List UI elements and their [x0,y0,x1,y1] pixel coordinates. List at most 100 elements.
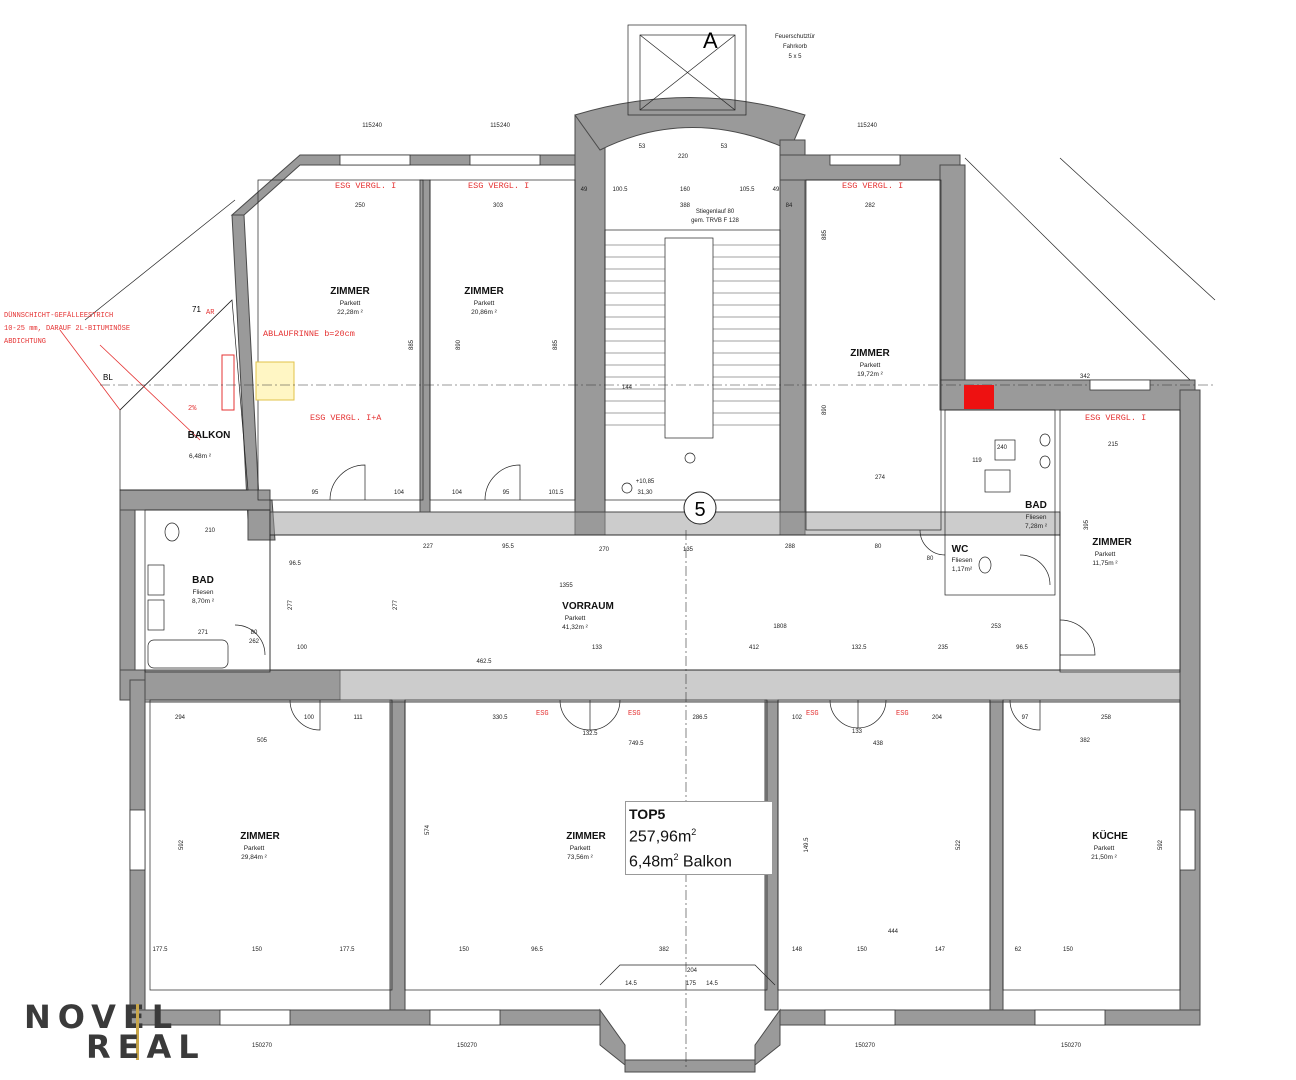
svg-text:VORRAUM: VORRAUM [562,601,614,612]
esg-2: ESG [628,710,641,718]
dim: 95 [312,490,319,496]
staircase [604,229,781,525]
level-mark-2: 31,30 [637,490,653,496]
gefaelle: 2% [188,405,197,413]
dim: 96.5 [1016,645,1028,651]
dim: 150 [1063,947,1074,953]
svg-text:41,32m ²: 41,32m ² [562,624,588,631]
dim: 177.5 [339,947,355,953]
dim: 1355 [559,583,573,589]
dim: 150 [252,947,263,953]
dim: 294 [175,715,186,721]
dim: 100.5 [612,187,628,193]
svg-text:ZIMMER: ZIMMER [566,831,606,842]
outer-walls [119,97,1201,1073]
esg-vergl-3: ESG VERGL. I [842,181,903,191]
dim: 115 [362,123,372,129]
room-label: ZIMMER Parkett 29,84m ² [240,831,280,861]
svg-text:885: 885 [822,229,828,240]
dim: 253 [991,624,1002,630]
esg-vergl-2: ESG VERGL. I [468,181,529,191]
svg-text:592: 592 [179,839,185,850]
svg-text:1,17m²: 1,17m² [952,566,973,573]
dim: 412 [749,645,760,651]
dim: 105.5 [739,187,755,193]
dimension-labels: 115 240 115 240 115 240 53 220 53 250 30… [152,123,1118,1049]
dim: 227 [423,544,434,550]
dim: 749.5 [628,741,644,747]
dim: 104 [394,490,405,496]
svg-text:BAD: BAD [192,575,214,586]
logo-novel-real: NOVEL REAL [20,1000,199,1065]
stair-note-1: Stiegenlauf 80 [696,209,735,215]
svg-text:11,75m ²: 11,75m ² [1092,560,1118,567]
room-label: ZIMMER Parkett 20,86m ² [464,286,504,316]
dim: 250 [355,203,366,209]
balkon-note-1: DÜNNSCHICHT-GEFÄLLEESTRICH [4,311,113,320]
dim: 80 [927,556,934,562]
dim: 288 [785,544,796,550]
dim: 147 [935,947,946,953]
dim: 286.5 [692,715,708,721]
unit-total-area: 257,96m2 [629,827,697,846]
svg-text:KÜCHE: KÜCHE [1092,829,1128,842]
dim: 102 [792,715,803,721]
logo-line-2: REAL [86,1028,206,1066]
dim: 49 [773,187,780,193]
dim: 135 [683,547,694,553]
ar-label: AR [206,309,215,317]
svg-text:ZIMMER: ZIMMER [1092,537,1132,548]
dim: 133 [592,645,603,651]
dim: 53 [639,144,646,150]
svg-text:395: 395 [1084,519,1090,530]
dim: 330.5 [492,715,508,721]
esg-vergl-ia: ESG VERGL. I+A [310,413,382,423]
dim: 84 [786,203,793,209]
svg-text:19,72m ²: 19,72m ² [857,371,883,378]
lift-note-2: Fahrkorb [783,44,808,50]
dim: 80 [251,630,258,636]
dim: 80 [875,544,882,550]
room-outlines [144,179,1181,991]
stair-note-2: gem. TRVB F 128 [691,218,739,224]
dim: 95 [503,490,510,496]
room-label: BAD Fliesen 7,28m ² [1025,500,1048,530]
room-label: BALKON 6,48m ² [188,430,231,460]
svg-text:20,86m ²: 20,86m ² [471,309,497,316]
room-label: WC Fliesen 1,17m² [952,544,973,573]
dim: 382 [659,947,670,953]
dim: 220 [678,154,689,160]
svg-text:277: 277 [393,599,399,610]
room-label: ZIMMER Parkett 22,28m ² [330,286,370,316]
dim: 160 [680,187,691,193]
svg-text:21,50m ²: 21,50m ² [1091,854,1117,861]
dim: 150 [459,947,470,953]
dim: 150 [457,1043,468,1049]
dim: 14.5 [625,981,637,987]
dim: 132.5 [851,645,867,651]
stair-number: 5 [694,499,705,521]
dim: 104 [452,490,463,496]
esg-vergl-1: ESG VERGL. I [335,181,396,191]
dim: 1808 [773,624,787,630]
room-label: BAD Fliesen 8,70m ² [192,575,215,605]
svg-text:149.5: 149.5 [804,837,810,853]
dim: 96.5 [289,561,301,567]
dim: 100 [304,715,315,721]
svg-text:Parkett: Parkett [860,362,881,369]
level-mark-1: +10,85 [636,479,655,485]
svg-text:Fliesen: Fliesen [1026,514,1047,521]
svg-text:6,48m ²: 6,48m ² [189,453,212,460]
plot-boundary [964,157,1191,381]
doors [234,464,1096,731]
dim: 204 [932,715,943,721]
dim: 270 [262,1043,273,1049]
dim: 240 [867,123,878,129]
svg-text:BAD: BAD [1025,500,1047,511]
dim: 462.5 [476,659,492,665]
dim: 505 [257,738,268,744]
dim: 150 [857,947,868,953]
dim: 270 [599,547,610,553]
unit-summary-box: TOP5 257,96m2 6,48m2 Balkon [625,801,773,875]
dim: 132.5 [582,731,598,737]
